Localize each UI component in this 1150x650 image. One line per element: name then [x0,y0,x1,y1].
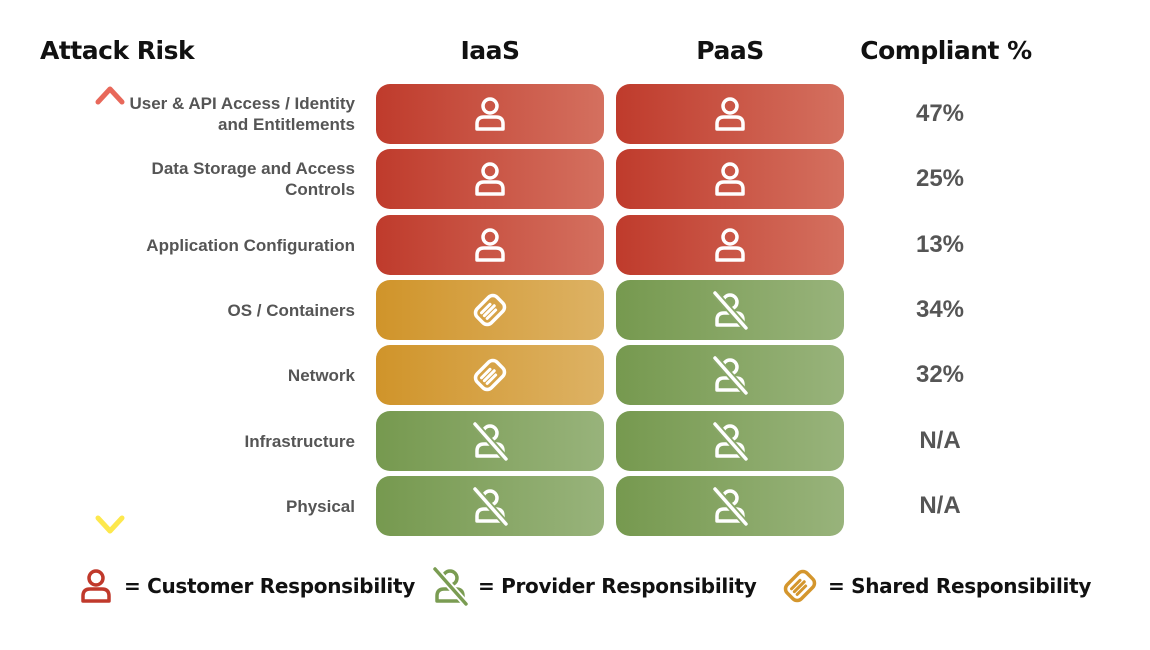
handshake-icon [473,358,507,392]
handshake-icon [473,293,507,327]
row-label-text: Application Configuration [146,235,355,255]
paas-cell-provider [616,345,844,405]
legend-provider-label: = Provider Responsibility [478,574,757,598]
person-slashed-icon [712,355,749,395]
row-label-text: Infrastructure [244,431,355,451]
iaas-cell-customer [376,149,604,209]
legend-customer-label: = Customer Responsibility [124,574,415,598]
compliant-value: 34% [915,296,965,323]
person-icon [475,228,505,262]
person-icon [475,97,505,131]
person-slashed-icon [712,421,749,461]
iaas-cell-provider [376,411,604,471]
person-icon [81,569,111,603]
person-slashed-icon [472,421,509,461]
compliant-value: 47% [915,100,965,127]
row-label-text: Network [287,365,355,385]
person-icon [475,162,505,196]
compliant-value: 32% [915,361,965,388]
compliant-column-header: Compliant % [860,36,1032,65]
person-icon [715,162,745,196]
row-label-text: User & API Access / Identity and Entitle… [129,94,356,134]
row-label: OS / Containers [115,280,355,340]
person-slashed-icon [472,486,509,526]
row-label: Infrastructure [115,411,355,471]
row-label: User & API Access / Identity and Entitle… [115,84,356,144]
person-slashed-icon [432,566,469,606]
iaas-cell-customer [376,84,604,144]
compliant-value: 13% [915,231,965,258]
row-label: Application Configuration [115,215,355,275]
row-label-text: OS / Containers [227,300,355,320]
compliant-value: N/A [919,492,961,519]
paas-cell-customer [616,215,844,275]
attack-risk-arrow [95,86,125,534]
compliant-value: N/A [919,427,961,454]
row-label: Data Storage and Access Controls [115,149,355,209]
iaas-cell-customer [376,215,604,275]
attack-risk-title: Attack Risk [40,36,195,65]
person-slashed-icon [712,486,749,526]
person-icon [715,228,745,262]
handshake-icon [783,569,817,603]
row-label-text: Data Storage and Access Controls [151,159,355,199]
paas-cell-provider [616,476,844,536]
row-label: Physical [115,476,355,536]
paas-cell-provider [616,411,844,471]
paas-cell-customer [616,149,844,209]
legend-shared-label: = Shared Responsibility [828,574,1092,598]
iaas-cell-shared [376,280,604,340]
person-slashed-icon [712,290,749,330]
iaas-cell-shared [376,345,604,405]
paas-cell-provider [616,280,844,340]
row-label: Network [115,345,355,405]
iaas-cell-provider [376,476,604,536]
legend-provider: = Provider Responsibility [430,566,757,606]
row-label-text: Physical [286,496,355,516]
iaas-column-header: IaaS [460,36,520,65]
paas-column-header: PaaS [696,36,764,65]
legend-shared: = Shared Responsibility [780,566,1091,606]
legend-customer: = Customer Responsibility [76,566,415,606]
person-icon [715,97,745,131]
paas-cell-customer [616,84,844,144]
compliant-value: 25% [915,165,965,192]
